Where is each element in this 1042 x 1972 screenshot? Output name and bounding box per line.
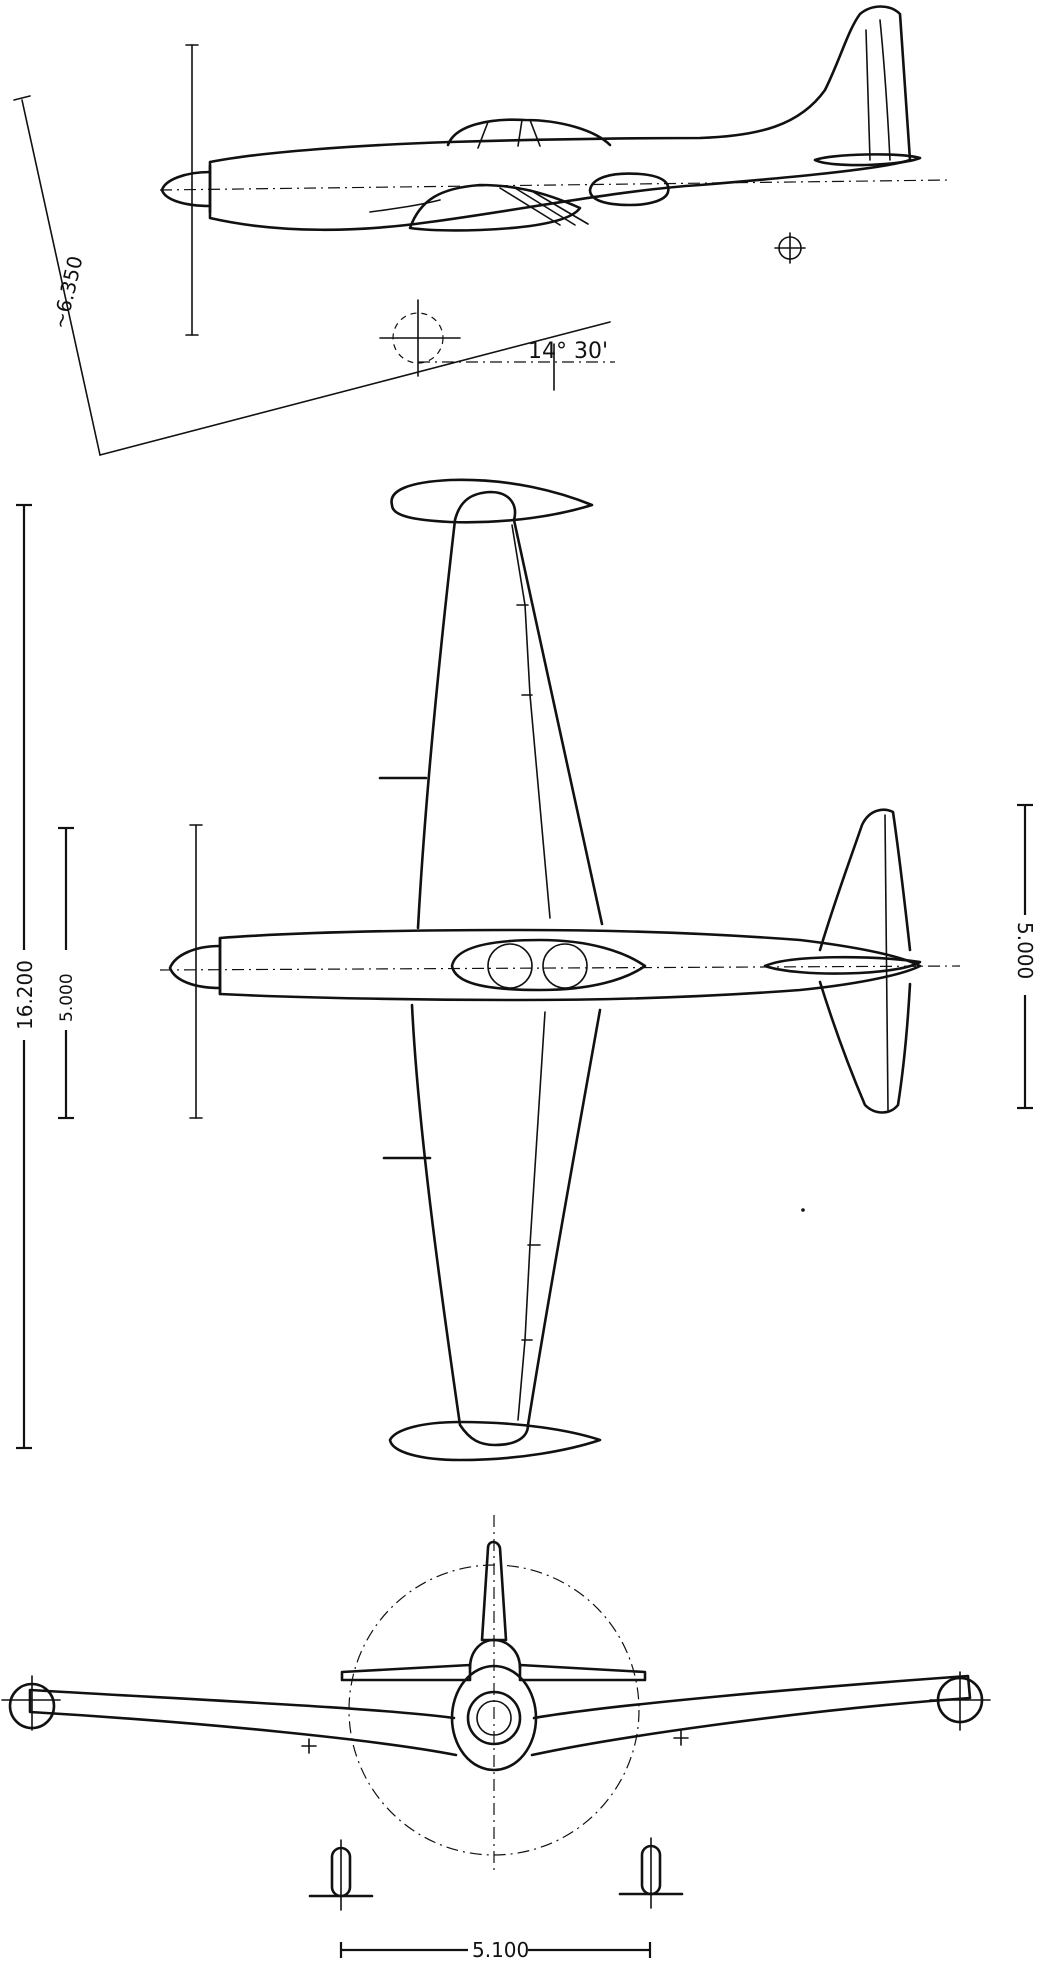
front-fin xyxy=(480,1540,508,1642)
top-wing-lower xyxy=(410,1003,602,1447)
top-fin xyxy=(763,955,922,975)
top-centerline xyxy=(159,965,961,971)
side-fuselage xyxy=(208,5,912,232)
side-view: 14° 30' ~6.350 xyxy=(13,5,951,456)
ground-slant-line xyxy=(99,321,611,456)
side-canopy xyxy=(446,118,612,147)
wingspan-label: 16.200 xyxy=(13,960,37,1030)
side-wing-root xyxy=(408,183,582,232)
top-tailplane-upper xyxy=(818,808,912,952)
side-spinner xyxy=(160,170,212,208)
tailplane-angle-label: 14° 30' xyxy=(528,339,608,364)
front-fuselage xyxy=(450,1664,538,1772)
front-tailplane-left xyxy=(340,1663,472,1682)
tail-span-label: 5.000 xyxy=(1013,922,1037,979)
front-view: 5.100 xyxy=(1,1515,991,1962)
top-tip-tank-lower xyxy=(388,1420,602,1462)
side-centerline xyxy=(159,179,951,191)
top-tailplane-lower xyxy=(818,980,912,1114)
track-label: 5.100 xyxy=(472,1938,529,1962)
top-spinner xyxy=(168,944,222,990)
front-spinner xyxy=(466,1690,522,1746)
top-canopy xyxy=(450,938,647,992)
slant-height-label: ~6.350 xyxy=(47,254,87,332)
front-wing-left xyxy=(28,1688,458,1757)
front-wing-right xyxy=(530,1674,972,1757)
top-view: 16.200 5.000 xyxy=(10,478,1040,1462)
slant-dim-line xyxy=(21,99,101,456)
fuselage-dim-label: 5.000 xyxy=(57,973,77,1022)
top-fuselage xyxy=(218,928,922,1002)
side-pod xyxy=(588,172,670,207)
front-tailplane-right xyxy=(518,1663,647,1682)
top-wing-upper xyxy=(416,490,604,930)
side-tailplane xyxy=(813,153,922,167)
top-tip-tank-upper xyxy=(390,478,594,524)
